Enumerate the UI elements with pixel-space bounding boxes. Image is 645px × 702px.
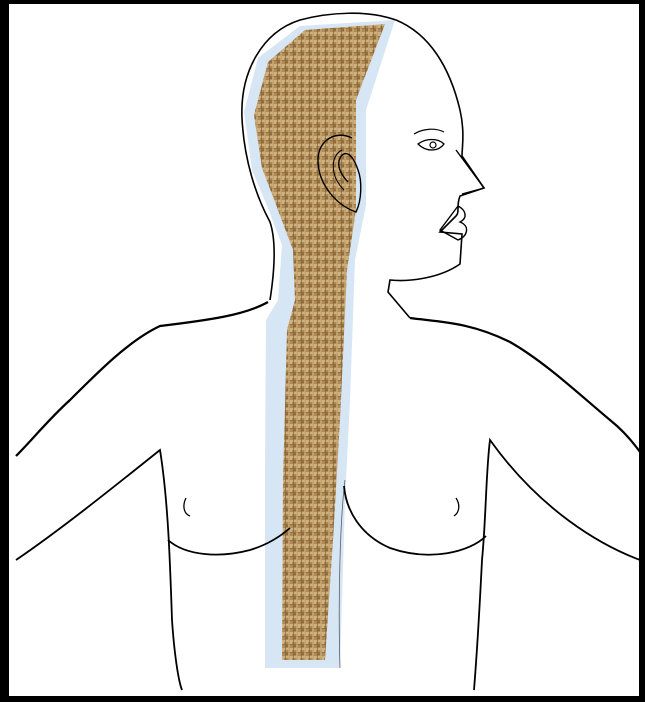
- right-arm-lower-edge: [474, 440, 640, 690]
- eye-icon: [418, 140, 444, 151]
- eyebrow-line: [414, 129, 444, 134]
- nipple-left-icon: [184, 498, 190, 516]
- left-arm-lower-edge: [16, 450, 182, 690]
- left-shoulder-arm-outline: [16, 302, 268, 456]
- nose-icon: [456, 150, 484, 194]
- eye-pupil: [430, 142, 436, 148]
- right-shoulder-arm-outline: [410, 318, 640, 452]
- nipple-right-icon: [454, 498, 459, 516]
- right-chest-outline: [344, 486, 486, 555]
